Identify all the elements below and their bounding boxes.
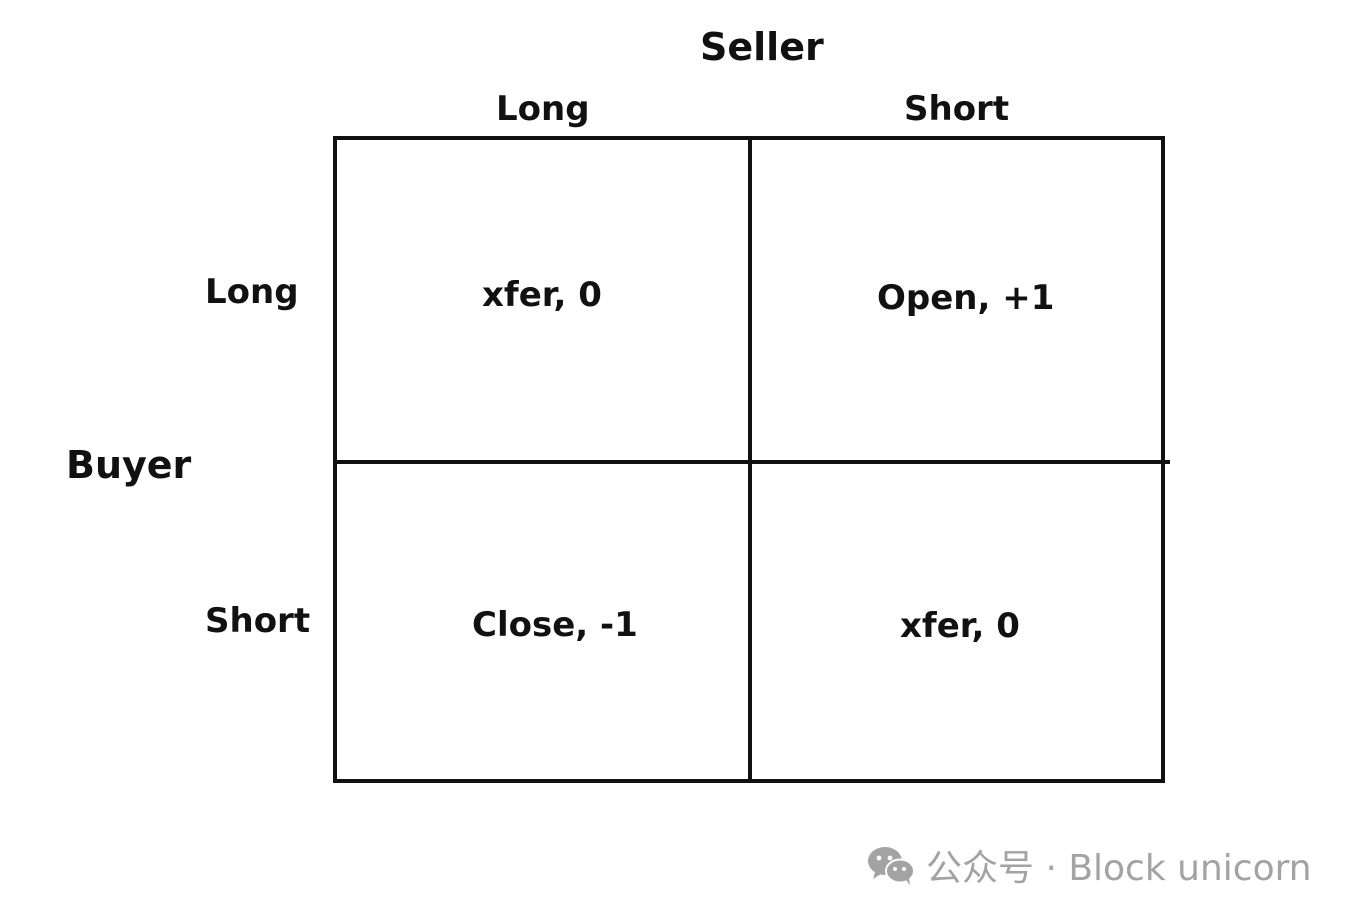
buyer-title: Buyer (66, 443, 192, 487)
column-header-short: Short (904, 89, 1010, 129)
cell-long-long: xfer, 0 (482, 275, 602, 315)
column-header-long: Long (496, 89, 590, 129)
cell-short-long: Close, -1 (472, 605, 638, 645)
wechat-icon (866, 843, 916, 887)
matrix-vertical-divider (748, 136, 752, 783)
cell-long-short: Open, +1 (877, 278, 1055, 318)
cell-short-short: xfer, 0 (900, 606, 1020, 646)
row-header-long: Long (205, 272, 299, 312)
watermark: 公众号 · Block unicorn (866, 842, 1312, 889)
row-header-short: Short (205, 601, 311, 641)
watermark-text: 公众号 · Block unicorn (926, 848, 1312, 889)
matrix-horizontal-divider (333, 460, 1170, 464)
seller-title: Seller (700, 25, 824, 69)
